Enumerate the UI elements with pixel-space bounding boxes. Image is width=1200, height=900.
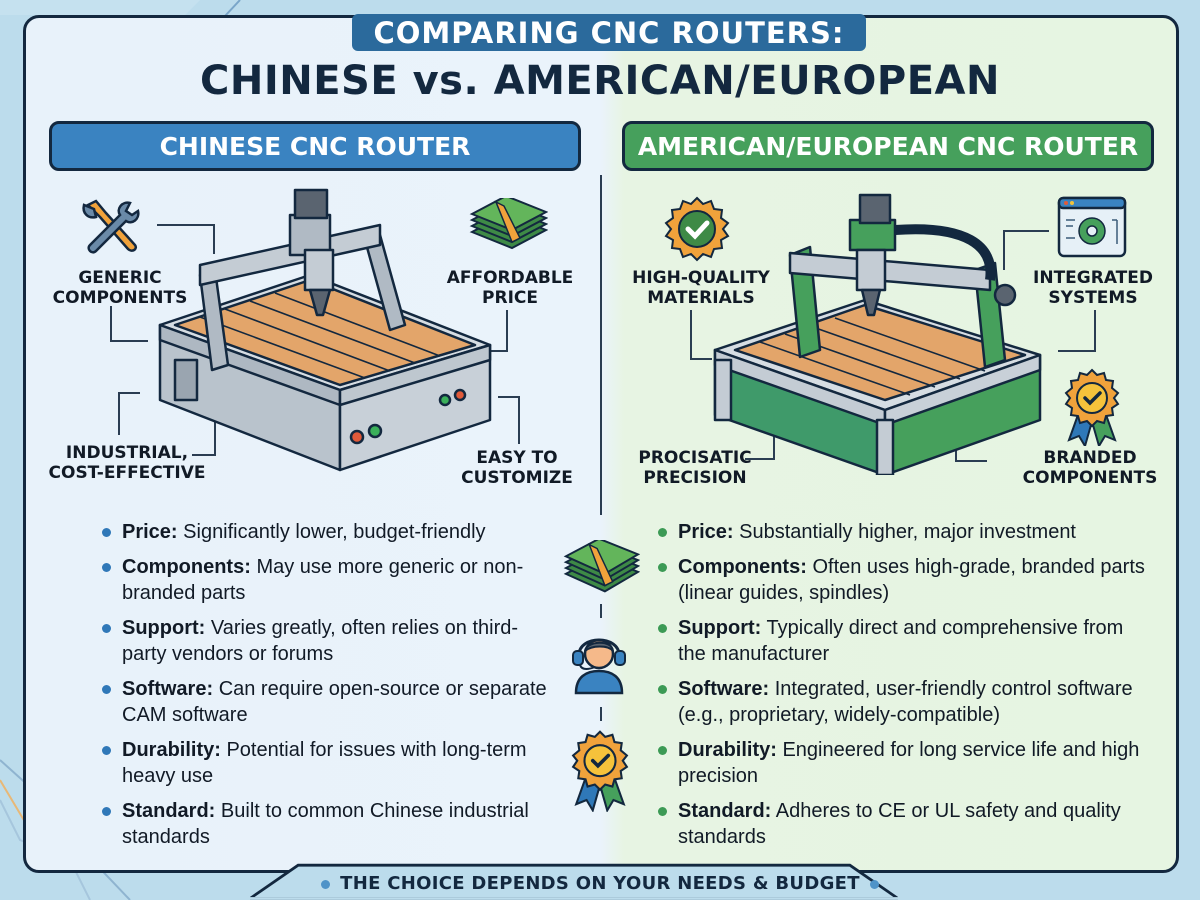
leader-line — [690, 310, 712, 360]
chinese-features-list: Price: Significantly lower, budget-frien… — [100, 519, 550, 859]
western-features-list: Price: Substantially higher, major inves… — [656, 519, 1156, 859]
leader-line — [490, 310, 508, 352]
list-item-price: Price: Significantly lower, budget-frien… — [100, 519, 550, 545]
list-item-price: Price: Substantially higher, major inves… — [656, 519, 1156, 545]
list-item-standard: Standard: Built to common Chinese indust… — [100, 798, 550, 850]
list-item-software: Software: Can require open-source or sep… — [100, 676, 550, 728]
footer-banner — [250, 863, 898, 900]
connector-dash — [600, 707, 602, 721]
chinese-column-heading: CHINESE CNC ROUTER — [49, 121, 581, 171]
software-window-gear-icon — [1057, 196, 1127, 258]
connector-dash — [600, 604, 602, 618]
leader-line — [1058, 310, 1096, 352]
list-item-support: Support: Varies greatly, often relies on… — [100, 615, 550, 667]
leader-line — [118, 392, 140, 435]
bullet — [102, 807, 111, 816]
bullet — [658, 624, 667, 633]
callout-integrated-systems: INTEGRATED SYSTEMS — [1033, 268, 1153, 308]
footer-tagline: THE CHOICE DEPENDS ON YOUR NEEDS & BUDGE… — [0, 873, 1200, 894]
list-item-components: Components: Often uses high-grade, brand… — [656, 554, 1156, 606]
bullet — [102, 528, 111, 537]
western-column-heading: AMERICAN/EUROPEAN CNC ROUTER — [622, 121, 1154, 171]
bullet — [102, 746, 111, 755]
money-stack-icon — [563, 540, 640, 593]
bullet — [658, 528, 667, 537]
bullet — [658, 746, 667, 755]
callout-high-quality-materials: HIGH-QUALITY MATERIALS — [632, 268, 770, 308]
chinese-cnc-router-illustration — [158, 188, 492, 472]
callout-affordable-price: AFFORDABLE PRICE — [446, 268, 574, 308]
list-item-software: Software: Integrated, user-friendly cont… — [656, 676, 1156, 728]
page-title: CHINESE vs. AMERICAN/EUROPEAN — [200, 58, 1000, 104]
list-item-durability: Durability: Potential for issues with lo… — [100, 737, 550, 789]
callout-branded-components: BRANDED COMPONENTS — [1022, 448, 1158, 488]
leader-line — [1003, 230, 1049, 270]
bullet — [658, 563, 667, 572]
western-cnc-router-illustration — [713, 193, 1042, 475]
bullet — [321, 879, 331, 889]
list-item-durability: Durability: Engineered for long service … — [656, 737, 1156, 789]
callout-industrial-cost-effective: INDUSTRIAL, COST-EFFECTIVE — [48, 443, 206, 483]
bullet — [658, 685, 667, 694]
callout-easy-to-customize: EASY TO CUSTOMIZE — [461, 448, 573, 488]
support-agent-icon — [572, 638, 626, 695]
callout-generic-components: GENERIC COMPONENTS — [52, 268, 188, 308]
quality-badge-icon — [664, 196, 730, 262]
award-ribbon-icon — [571, 730, 629, 812]
wrench-icon — [82, 199, 140, 254]
leader-line — [498, 396, 520, 444]
bullet — [102, 624, 111, 633]
leader-line — [110, 306, 148, 342]
subtitle-banner: COMPARING CNC ROUTERS: — [352, 14, 866, 51]
list-item-components: Components: May use more generic or non-… — [100, 554, 550, 606]
list-item-standard: Standard: Adheres to CE or UL safety and… — [656, 798, 1156, 850]
leader-line — [157, 224, 215, 254]
callout-procisatic-precision: PROCISATIC PRECISION — [638, 448, 752, 488]
bullet — [102, 563, 111, 572]
bullet — [658, 807, 667, 816]
award-ribbon-icon — [1064, 368, 1120, 446]
leader-line — [192, 406, 216, 456]
list-item-support: Support: Typically direct and comprehens… — [656, 615, 1156, 667]
bullet — [869, 879, 879, 889]
money-stack-icon — [469, 198, 548, 250]
column-divider — [600, 175, 602, 515]
bullet — [102, 685, 111, 694]
